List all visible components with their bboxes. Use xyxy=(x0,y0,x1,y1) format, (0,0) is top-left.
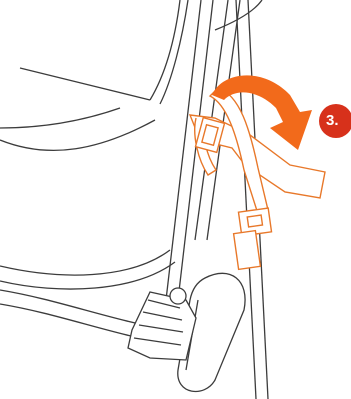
brake-pedal xyxy=(128,288,196,360)
strap-clip xyxy=(234,208,272,269)
step-number-badge: 3. xyxy=(319,104,351,138)
